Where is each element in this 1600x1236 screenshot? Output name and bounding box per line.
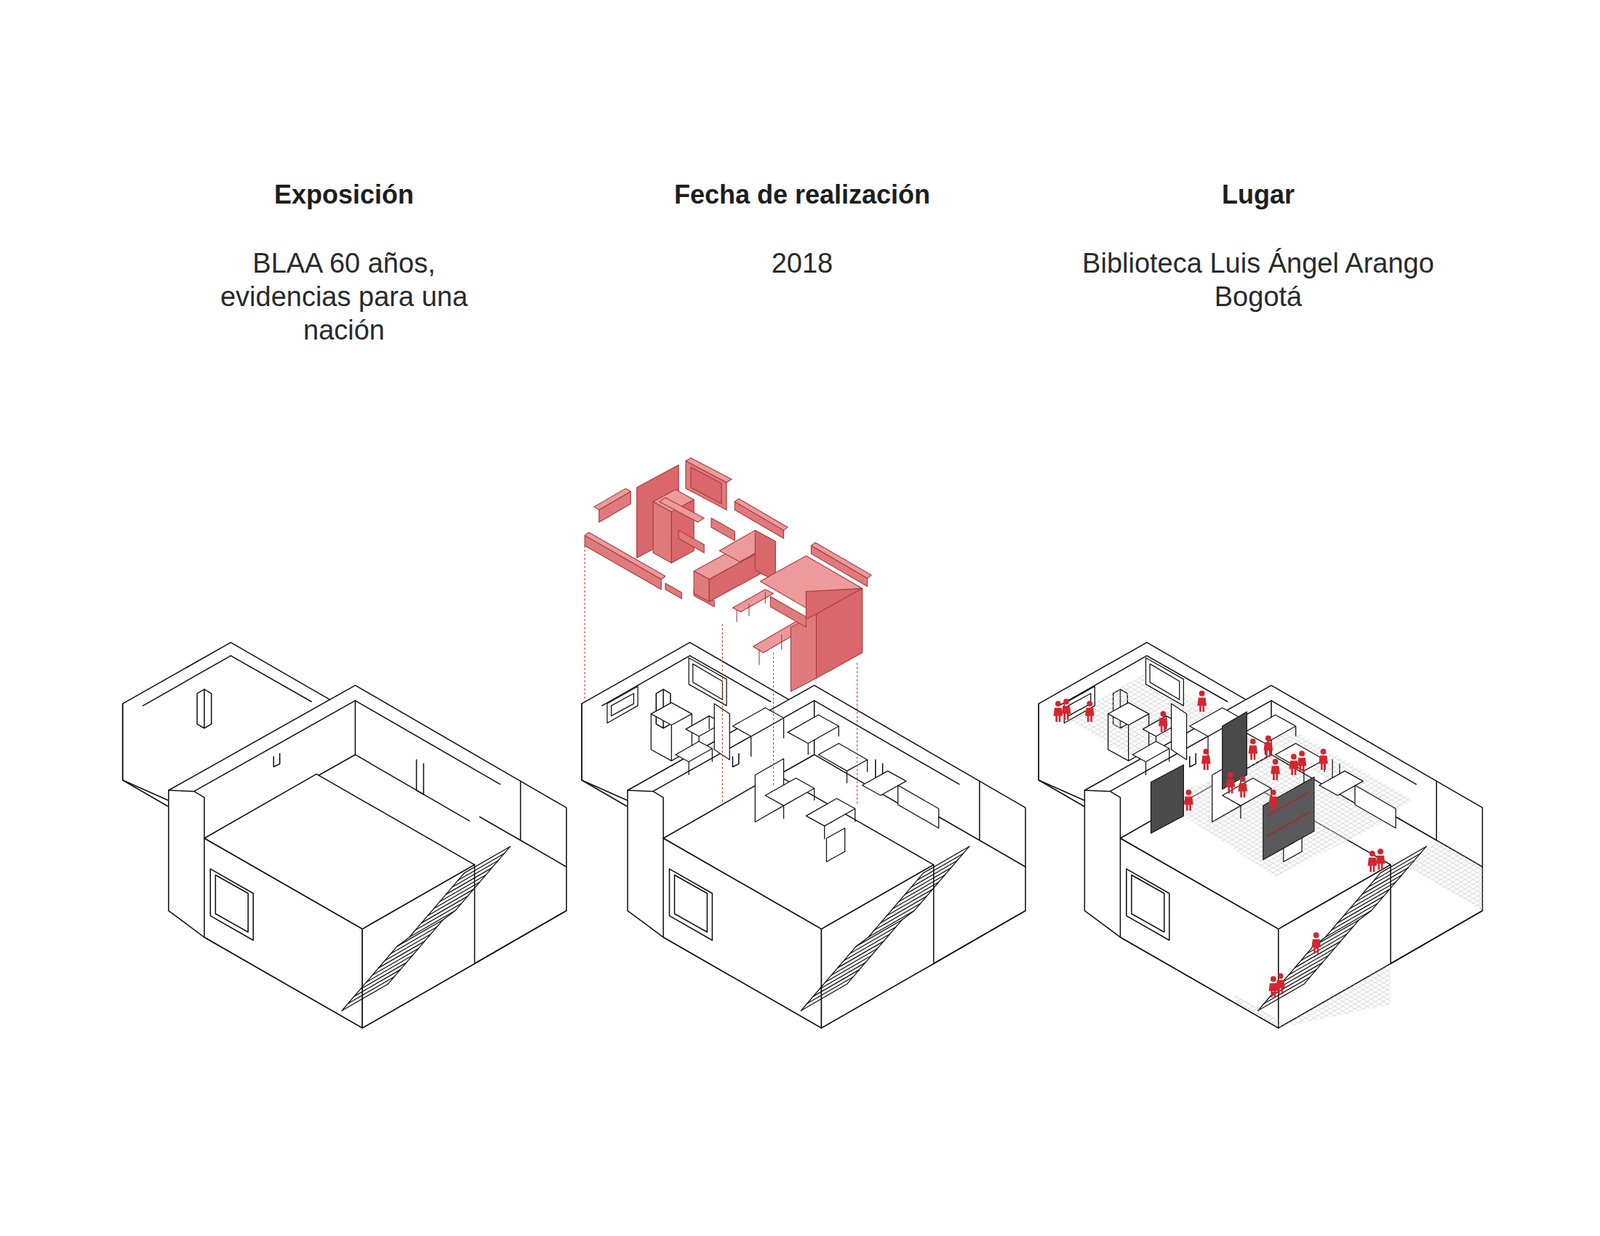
dark-panels	[1151, 712, 1315, 860]
building-furnished	[581, 642, 1026, 1029]
exhibition-name: BLAA 60 años, evidencias para una nación	[198, 246, 490, 347]
column-heading-box: Fecha de realización	[584, 179, 1021, 211]
date-value: 2018	[620, 246, 984, 280]
column-heading-box: Exposición	[191, 179, 497, 211]
place-value: Biblioteca Luis Ángel Arango Bogotá	[1049, 246, 1468, 314]
column-heading: Exposición	[191, 179, 497, 211]
column-heading: Fecha de realización	[584, 179, 1021, 211]
exhibition-name-box: BLAA 60 años, evidencias para una nación	[198, 246, 490, 347]
building-in-use	[1038, 642, 1483, 1029]
date-value-box: 2018	[620, 246, 984, 280]
building-empty	[122, 642, 567, 1029]
furniture	[1064, 658, 1396, 863]
column-heading: Lugar	[1069, 179, 1448, 211]
place-value-box: Biblioteca Luis Ángel Arango Bogotá	[1049, 246, 1468, 314]
visitors	[1053, 690, 1386, 998]
exploded-pieces	[584, 458, 872, 692]
furniture	[607, 658, 939, 863]
column-heading-box: Lugar	[1069, 179, 1448, 211]
